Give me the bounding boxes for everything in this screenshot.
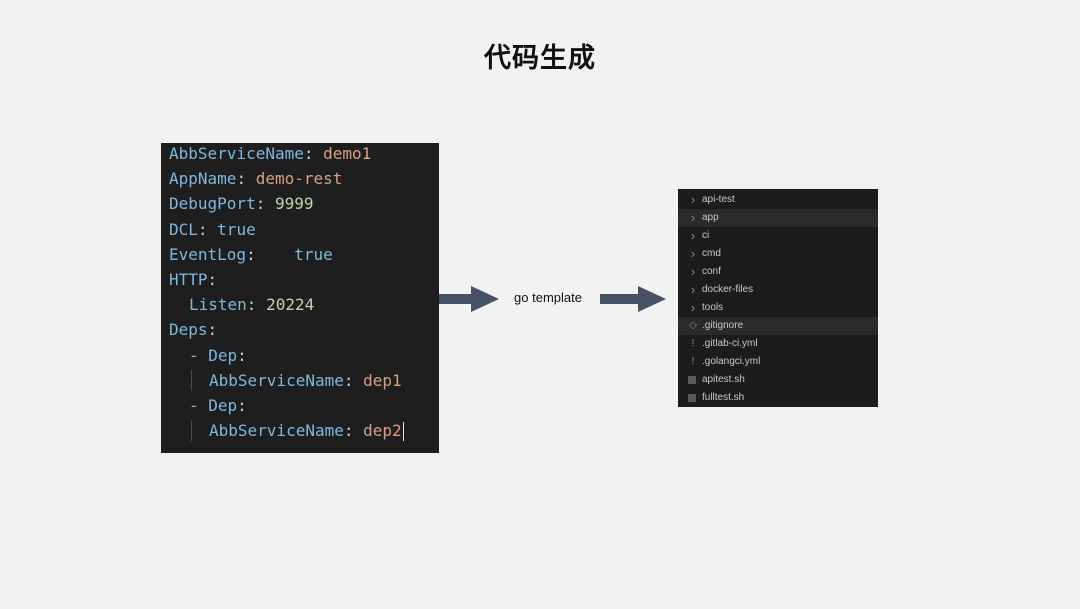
tree-item-label: ci [702, 230, 710, 241]
tree-item-label: .gitlab-ci.yml [702, 338, 758, 349]
shell-file-icon [688, 376, 696, 384]
yaml-value: 20224 [266, 295, 315, 315]
yaml-colon: : [343, 421, 364, 441]
yaml-key: EventLog [169, 244, 247, 264]
yaml-colon: : [343, 370, 364, 390]
code-line: DebugPort: 9999 [161, 191, 439, 216]
code-line: HTTP: [161, 267, 439, 292]
gitignore-icon: ◇ [689, 320, 697, 331]
indent-guide [191, 420, 192, 442]
yaml-colon: : [237, 395, 257, 415]
code-line: AppName: demo-rest [161, 166, 439, 191]
code-line: AbbServiceName: dep2 [161, 418, 439, 443]
tree-item[interactable]: ◇ .gitignore [678, 317, 878, 335]
chevron-right-icon: › [690, 264, 696, 279]
tree-item[interactable]: › api-test [678, 191, 878, 209]
tree-item-label: conf [702, 266, 721, 277]
yaml-value: demo-rest [255, 169, 343, 189]
tree-item-label: .gitignore [702, 320, 744, 331]
yaml-colon: : [246, 295, 267, 315]
yaml-key: Deps [169, 320, 208, 340]
yaml-colon: : [207, 269, 227, 289]
yaml-key: AppName [169, 169, 237, 189]
chevron-right-icon: › [690, 210, 696, 225]
chevron-right-icon: › [690, 300, 696, 315]
tree-item[interactable]: ! .golangci.yml [678, 353, 878, 371]
arrow-right-icon [439, 286, 499, 312]
tree-item[interactable]: › cmd [678, 245, 878, 263]
yaml-key: AbbServiceName [169, 144, 304, 163]
tree-item-label: app [702, 212, 719, 223]
yaml-key: - Dep [189, 395, 238, 415]
code-line: AbbServiceName: dep1 [161, 368, 439, 393]
yaml-key: HTTP [169, 269, 208, 289]
yaml-key: - Dep [189, 345, 238, 365]
yaml-key: DebugPort [169, 194, 256, 214]
code-line: - Dep: [161, 393, 439, 418]
file-explorer: › api-test › app › ci › cmd › conf › docker-files › t… [678, 189, 878, 407]
yaml-colon: : [246, 244, 266, 264]
chevron-right-icon: › [690, 192, 696, 207]
yaml-value: demo1 [323, 144, 372, 163]
page-title: 代码生成 [484, 43, 596, 74]
chevron-right-icon: › [690, 228, 696, 243]
yaml-key: DCL [169, 219, 198, 239]
yaml-value: 9999 [274, 194, 314, 214]
yaml-value: dep1 [363, 370, 402, 390]
yaml-key: AbbServiceName [209, 421, 344, 441]
yaml-colon: : [255, 194, 275, 214]
yaml-key: Listen [189, 295, 247, 315]
yaml-value: dep2 [363, 421, 402, 441]
yaml-key: AbbServiceName [209, 370, 344, 390]
tree-item-label: fulltest.sh [702, 392, 745, 403]
tree-item-label: api-test [702, 194, 735, 205]
shell-file-icon [688, 394, 696, 402]
yaml-icon: ! [691, 338, 695, 349]
tree-item-label: tools [702, 302, 724, 313]
tree-item[interactable]: › app [678, 209, 878, 227]
arrow-right-icon [600, 286, 666, 312]
yaml-colon: : [237, 345, 257, 365]
code-line: - Dep: [161, 343, 439, 368]
code-line: EventLog: true [161, 242, 439, 267]
code-line: Listen: 20224 [161, 292, 439, 317]
code-line: Deps: [161, 317, 439, 342]
tree-item[interactable]: › conf [678, 263, 878, 281]
text-cursor [402, 422, 404, 442]
indent-guide [191, 369, 192, 391]
tree-item[interactable]: fulltest.sh [678, 389, 878, 407]
go-template-label: go template [514, 290, 582, 305]
yaml-value: true [217, 219, 256, 239]
yaml-value: true [265, 244, 333, 264]
chevron-right-icon: › [690, 246, 696, 261]
yaml-colon: : [236, 169, 256, 189]
code-line: DCL: true [161, 217, 439, 242]
tree-item[interactable]: › tools [678, 299, 878, 317]
tree-item-label: docker-files [702, 284, 754, 295]
chevron-right-icon: › [690, 282, 696, 297]
tree-item[interactable]: › docker-files [678, 281, 878, 299]
tree-item[interactable]: apitest.sh [678, 371, 878, 389]
tree-item-label: .golangci.yml [702, 356, 761, 367]
yaml-colon: : [303, 144, 324, 163]
yaml-icon: ! [691, 356, 695, 367]
tree-item-label: cmd [702, 248, 721, 259]
code-line: AbbServiceName: demo1 [161, 143, 439, 166]
tree-item-label: apitest.sh [702, 374, 745, 385]
tree-item[interactable]: › ci [678, 227, 878, 245]
tree-item[interactable]: ! .gitlab-ci.yml [678, 335, 878, 353]
yaml-colon: : [197, 219, 218, 239]
yaml-colon: : [207, 320, 227, 340]
